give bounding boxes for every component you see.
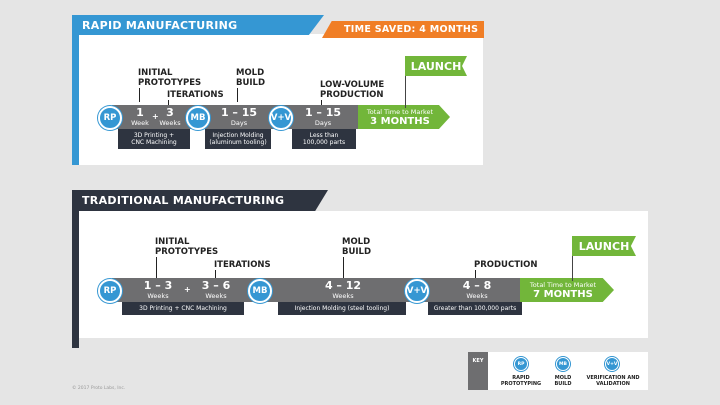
rapid-tick-mold [237,88,238,102]
rapid-iterations-duration: 3 [166,106,174,119]
traditional-vv-value: 4 – 8 Weeks [452,279,502,301]
rapid-iterations-unit: Weeks [159,119,181,127]
traditional-label-initial-prototypes: INITIAL PROTOTYPES [155,237,219,257]
traditional-mold-method: Injection Molding (steel tooling) [278,302,406,315]
traditional-total-arrow [520,278,614,302]
traditional-timeline-bar [112,278,522,302]
key-vv-label: VERIFICATION AND VALIDATION [586,375,640,387]
traditional-mold-duration: 4 – 12 [324,279,362,292]
traditional-initial-unit: Weeks [147,292,169,300]
rapid-prototype-method: 3D Printing + CNC Machining [118,129,190,149]
traditional-vv-volume: Greater than 100,000 parts [428,302,522,315]
rapid-vv-value: 1 – 15 Days [298,106,348,128]
traditional-plus-sign: + [184,285,191,294]
key-mb-circle: MB [556,357,570,371]
rapid-vv-volume: Less than 100,000 parts [292,129,356,149]
traditional-initial-value: 1 – 3 Weeks [140,279,176,301]
rapid-total-arrow [358,105,450,129]
key-vv-circle: V+V [605,357,619,371]
rapid-total-value: 3 MONTHS [370,116,430,127]
rapid-plus-sign: + [152,112,159,121]
traditional-title: TRADITIONAL MANUFACTURING [72,190,328,211]
rapid-mold-unit: Days [230,119,248,127]
rapid-timeline-bar [112,105,360,129]
traditional-label-iterations: ITERATIONS [214,260,271,270]
key-title-box: KEY [468,352,488,390]
rapid-launch-flag: LAUNCH [405,56,467,76]
key-title: KEY [472,358,484,364]
traditional-mb-circle: MB [248,279,272,303]
traditional-total-value: 7 MONTHS [533,289,593,300]
rapid-accent-strip [72,15,79,165]
rapid-tick-low-volume [321,100,322,106]
traditional-total: Total Time to Market 7 MONTHS [524,280,602,300]
traditional-total-caption: Total Time to Market [529,281,597,289]
rapid-title: RAPID MANUFACTURING [72,15,324,35]
traditional-accent-strip [72,190,79,348]
rapid-vv-duration: 1 – 15 [304,106,342,119]
rapid-label-low-volume: LOW-VOLUME PRODUCTION [320,80,385,100]
rapid-mold-method: Injection Molding (aluminum tooling) [205,129,271,149]
key-mb-label: MOLD BUILD [554,375,572,387]
rapid-initial-duration: 1 [136,106,144,119]
key-rp-circle: RP [514,357,528,371]
traditional-tick-production [475,270,476,279]
rapid-mold-duration: 1 – 15 [220,106,258,119]
key-rp-label: RAPID PROTOTYPING [500,375,542,387]
traditional-tick-initial [156,257,157,279]
rapid-mb-circle: MB [186,106,210,130]
rapid-label-initial-prototypes: INITIAL PROTOTYPES [138,68,202,88]
rapid-vv-unit: Days [314,119,332,127]
traditional-prototype-method: 3D Printing + CNC Machining [122,302,244,315]
rapid-label-iterations: ITERATIONS [167,90,224,100]
time-saved-badge: TIME SAVED: 4 MONTHS [322,21,484,38]
traditional-vv-unit: Weeks [466,292,488,300]
traditional-mold-unit: Weeks [332,292,354,300]
rapid-label-mold-build: MOLD BUILD [236,68,266,88]
rapid-total-caption: Total Time to Market [366,108,434,116]
rapid-initial-unit: Week [131,119,149,127]
traditional-label-production: PRODUCTION [474,260,538,270]
traditional-label-mold-build: MOLD BUILD [342,237,372,257]
rapid-mold-value: 1 – 15 Days [214,106,264,128]
rapid-vv-circle: V+V [269,106,293,130]
traditional-vv-duration: 4 – 8 [462,279,492,292]
traditional-rp-circle: RP [98,279,122,303]
traditional-card [79,211,648,338]
rapid-initial-value: 1 Week [128,106,152,128]
traditional-iterations-value: 3 – 6 Weeks [196,279,236,301]
traditional-iterations-duration: 3 – 6 [201,279,231,292]
rapid-tick-iterations [168,100,169,106]
copyright: © 2017 Proto Labs, Inc. [72,386,126,391]
rapid-total: Total Time to Market 3 MONTHS [362,107,438,127]
rapid-iterations-value: 3 Weeks [157,106,183,128]
traditional-mold-value: 4 – 12 Weeks [315,279,371,301]
traditional-launch-flag: LAUNCH [572,236,636,256]
traditional-tick-mold [343,257,344,279]
traditional-initial-duration: 1 – 3 [143,279,173,292]
rapid-tick-initial [139,88,140,102]
traditional-iterations-unit: Weeks [205,292,227,300]
traditional-flag-pole [572,236,573,281]
rapid-rp-circle: RP [98,106,122,130]
traditional-vv-circle: V+V [405,279,429,303]
rapid-flag-pole [405,56,406,108]
traditional-tick-iterations [215,270,216,279]
